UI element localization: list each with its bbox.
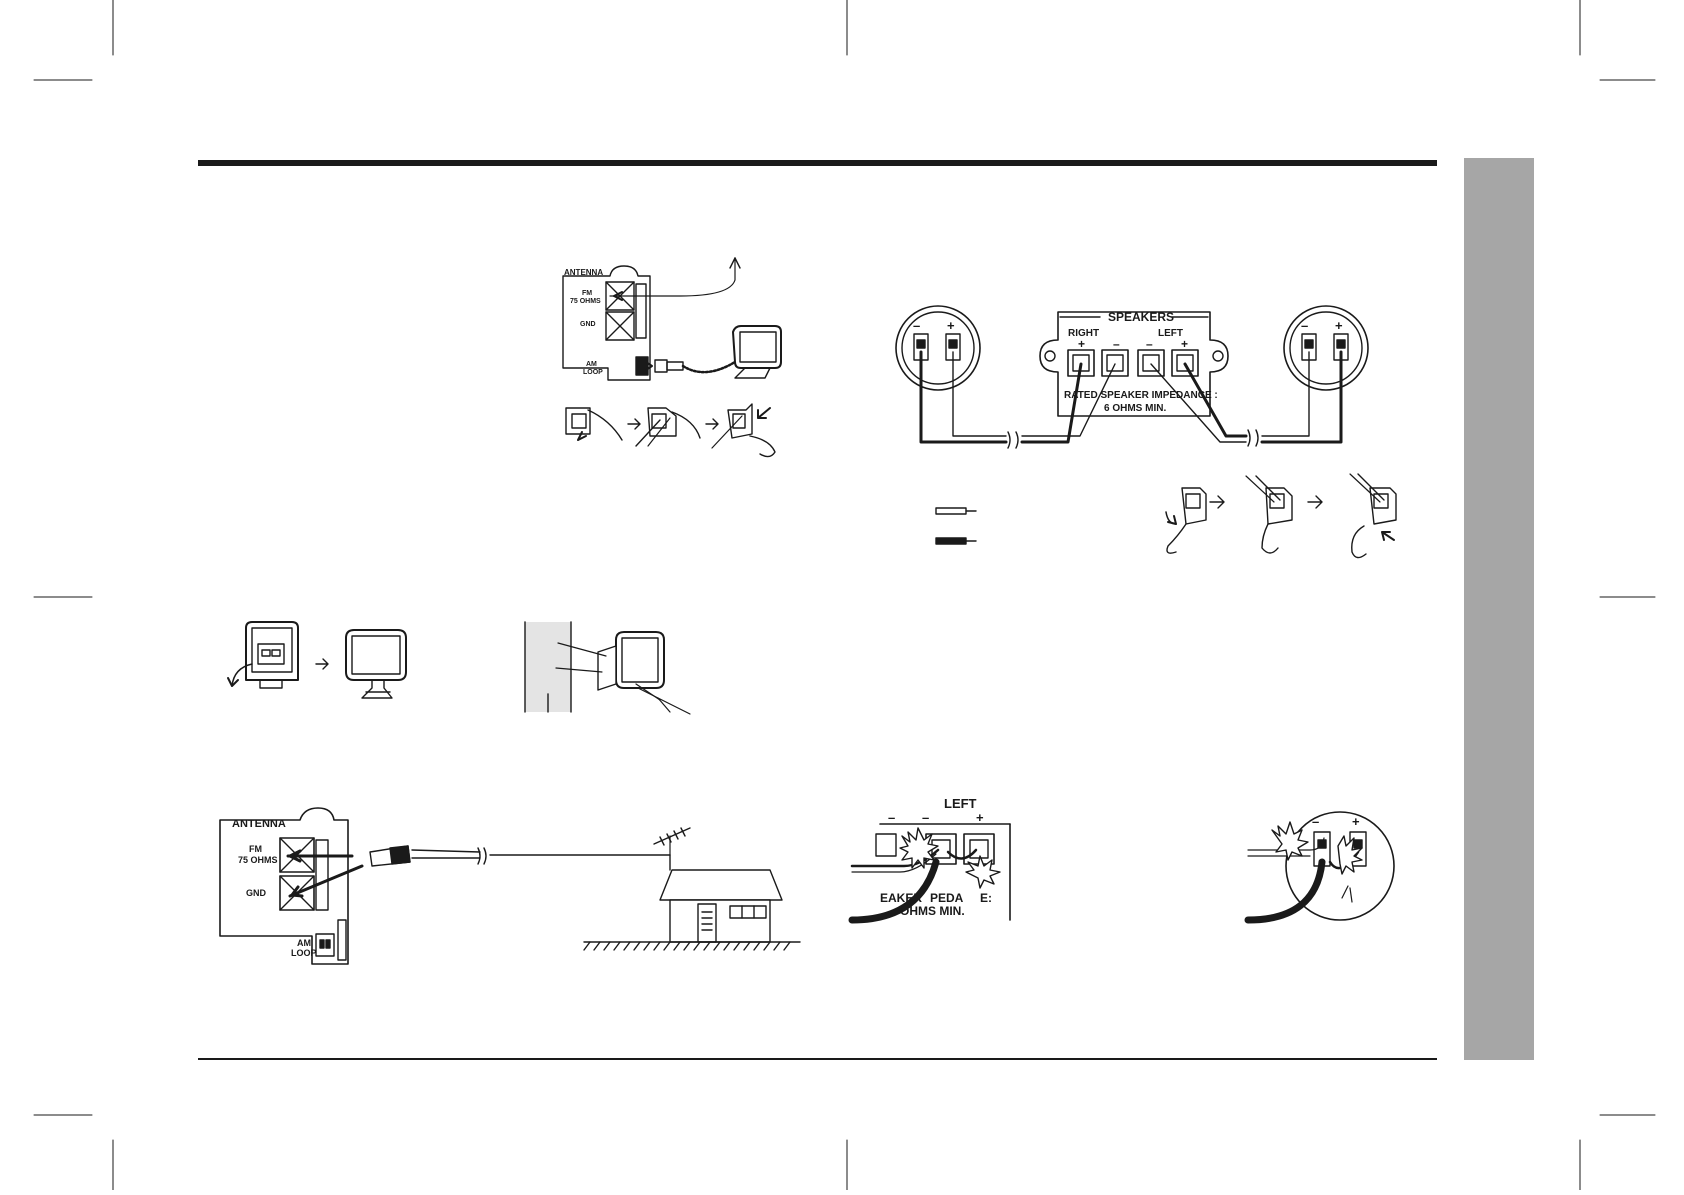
svg-text:–: –	[1146, 337, 1153, 351]
left-channel-label: LEFT	[1158, 328, 1183, 339]
svg-text:75 OHMS: 75 OHMS	[238, 855, 278, 865]
right-channel-label: RIGHT	[1068, 328, 1099, 339]
left-plus-terminal	[1171, 349, 1199, 377]
svg-text:LOOP: LOOP	[583, 369, 603, 376]
svg-text:AM: AM	[586, 361, 597, 368]
outdoor-antenna-diagram: ANTENNA FM 75 OHMS GND AM LOOP	[219, 807, 801, 965]
svg-text:–: –	[1301, 318, 1308, 333]
detail-left-label: LEFT	[944, 796, 977, 811]
short-circuit-warning-panel: LEFT – – + EAKER PEDA E: OHMS MIN. – +	[848, 796, 1395, 924]
impedance-line-2: 6 OHMS MIN.	[1104, 403, 1166, 414]
side-tab	[1464, 158, 1534, 1060]
svg-text:FM: FM	[582, 290, 592, 297]
svg-text:+: +	[1335, 318, 1343, 333]
header-rule	[198, 160, 1437, 166]
left-speaker-terminal-plate	[1283, 305, 1369, 391]
right-plus-terminal	[1067, 349, 1095, 377]
speakers-label: SPEAKERS	[1108, 310, 1174, 324]
impedance-line-1: RATED SPEAKER IMPEDANCE :	[1064, 390, 1218, 401]
svg-text:E:: E:	[980, 891, 992, 905]
svg-text:–: –	[1312, 814, 1319, 829]
svg-text:–: –	[888, 810, 895, 825]
crop-marks	[33, 0, 1656, 1191]
svg-text:AM: AM	[297, 938, 311, 948]
left-minus-terminal	[1137, 349, 1165, 377]
antenna-connection-diagram: ANTENNA FM 75 OHMS GND AM LOOP	[562, 257, 782, 381]
am-loop-socket	[635, 356, 649, 376]
am-loop-wall-mount	[524, 621, 691, 715]
svg-text:+: +	[947, 318, 955, 333]
svg-text:GND: GND	[246, 888, 267, 898]
svg-text:FM: FM	[249, 844, 262, 854]
svg-text:PEDA: PEDA	[930, 891, 964, 905]
svg-text:–: –	[913, 318, 920, 333]
svg-text:+: +	[1078, 337, 1085, 351]
svg-text:GND: GND	[580, 321, 596, 328]
speaker-panel-outline	[1039, 311, 1229, 417]
speaker-connection-diagram: – + – + SPEAKERS RIGHT LEFT + – – + RATE…	[895, 305, 1369, 449]
outdoor-antenna-label: ANTENNA	[232, 818, 286, 830]
svg-text:+: +	[1181, 337, 1188, 351]
gnd-terminal	[605, 311, 635, 341]
am-loop-assembly	[227, 621, 407, 699]
svg-text:LOOP: LOOP	[291, 948, 317, 958]
wire-legend	[935, 507, 977, 545]
outdoor-gnd-terminal	[279, 875, 315, 911]
antenna-label: ANTENNA	[564, 268, 603, 277]
right-minus-terminal	[1101, 349, 1129, 377]
speaker-lever-steps	[1165, 473, 1397, 559]
speaker-terminal-closeup	[1285, 811, 1395, 921]
svg-text:–: –	[922, 810, 929, 825]
footer-rule	[198, 1058, 1437, 1060]
svg-text:75 OHMS: 75 OHMS	[570, 298, 601, 305]
svg-text:OHMS MIN.: OHMS MIN.	[900, 904, 965, 918]
svg-text:–: –	[1113, 337, 1120, 351]
svg-text:+: +	[976, 810, 984, 825]
svg-text:+: +	[1352, 814, 1360, 829]
antenna-lever-steps	[565, 403, 776, 458]
right-speaker-terminal-plate	[895, 305, 981, 391]
